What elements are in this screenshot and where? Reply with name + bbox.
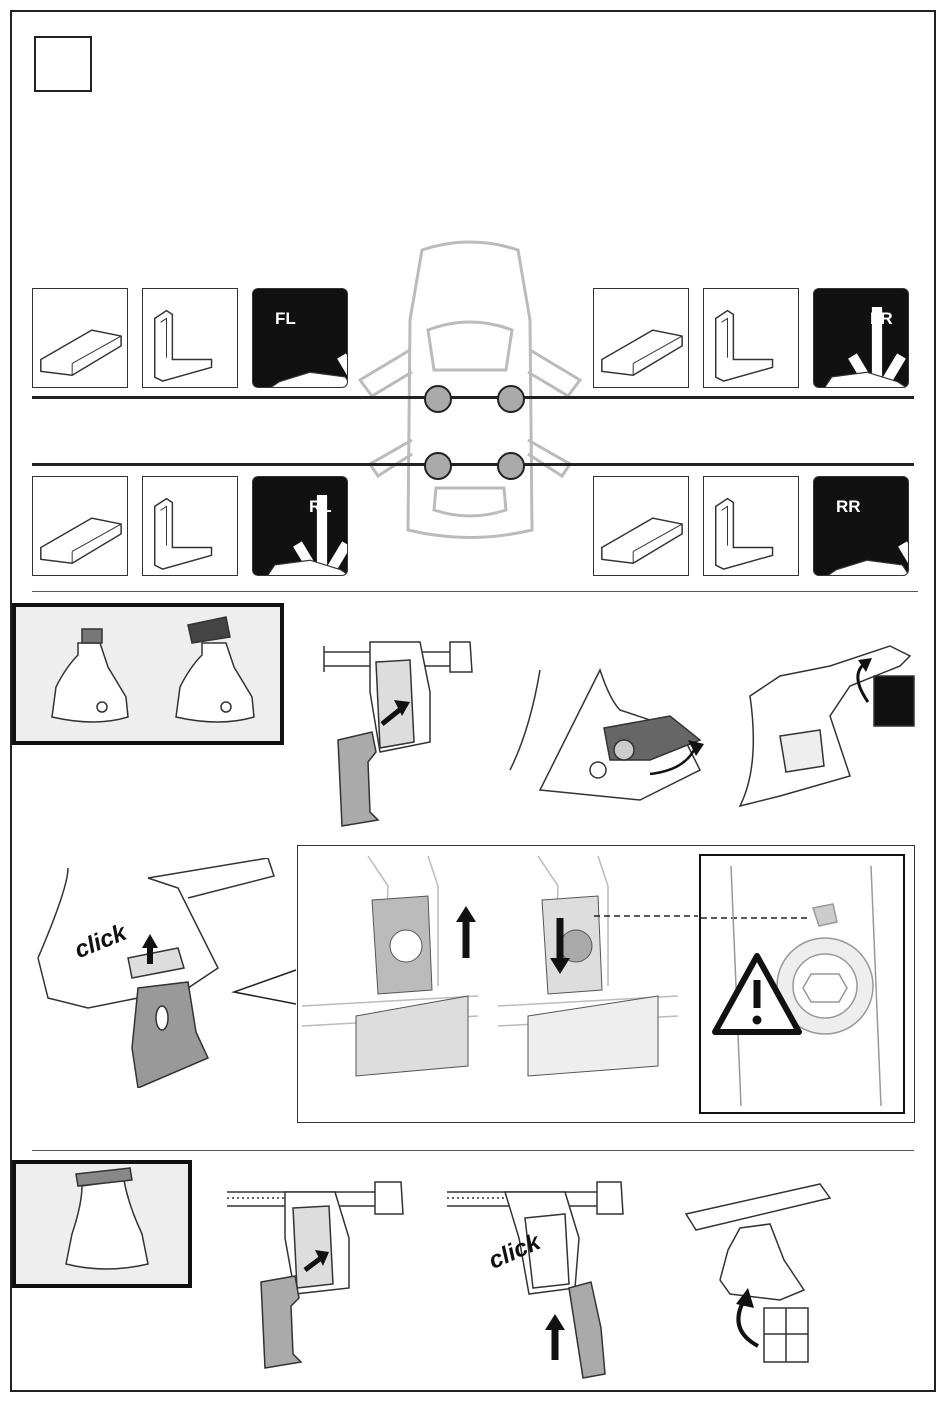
marker-fl xyxy=(424,385,452,413)
pad-tile-rr xyxy=(593,476,689,576)
label-tile-rl: RL xyxy=(252,476,348,576)
detail-panel xyxy=(297,845,915,1123)
label-tile-fr: FR xyxy=(813,288,909,388)
label-fr: FR xyxy=(870,309,893,329)
foot-type-panel-2 xyxy=(12,1160,192,1288)
pad-tile-fl xyxy=(32,288,128,388)
marker-rl xyxy=(424,452,452,480)
warning-inset xyxy=(699,854,905,1114)
car-side-icon xyxy=(820,335,909,388)
bracket-tile-fr xyxy=(703,288,799,388)
foot-type-panel-1 xyxy=(12,603,284,745)
illustration-bar-bracket-insert xyxy=(225,1178,405,1374)
illustration-attach-label xyxy=(720,636,920,816)
label-tile-rr: RR xyxy=(813,476,909,576)
arrow-up-icon xyxy=(456,906,476,922)
illustration-final-assembly xyxy=(680,1180,840,1370)
pad-tile-rl xyxy=(32,476,128,576)
illustration-bracket-insert xyxy=(320,632,480,832)
illustration-bar-bracket-click xyxy=(445,1178,635,1382)
car-side-icon xyxy=(263,335,348,388)
marker-fr xyxy=(497,385,525,413)
car-side-icon xyxy=(263,523,348,576)
rear-axis-line xyxy=(32,463,914,466)
detail-pointer xyxy=(230,968,300,1008)
bracket-tile-rl xyxy=(142,476,238,576)
illustration-foot-lever xyxy=(500,660,720,810)
step-number-box xyxy=(34,36,92,92)
bracket-tile-rr xyxy=(703,476,799,576)
front-axis-line xyxy=(32,396,914,399)
marker-rr xyxy=(497,452,525,480)
arrow-up-icon xyxy=(545,1314,565,1330)
label-tile-fl: FL xyxy=(252,288,348,388)
car-side-icon xyxy=(820,523,909,576)
bracket-tile-fl xyxy=(142,288,238,388)
label-rl: RL xyxy=(309,497,332,517)
section-divider-2 xyxy=(32,1150,914,1151)
car-top-view xyxy=(350,240,590,550)
section-divider-1 xyxy=(32,591,918,592)
label-rr: RR xyxy=(836,497,861,517)
pad-tile-fr xyxy=(593,288,689,388)
label-fl: FL xyxy=(275,309,296,329)
